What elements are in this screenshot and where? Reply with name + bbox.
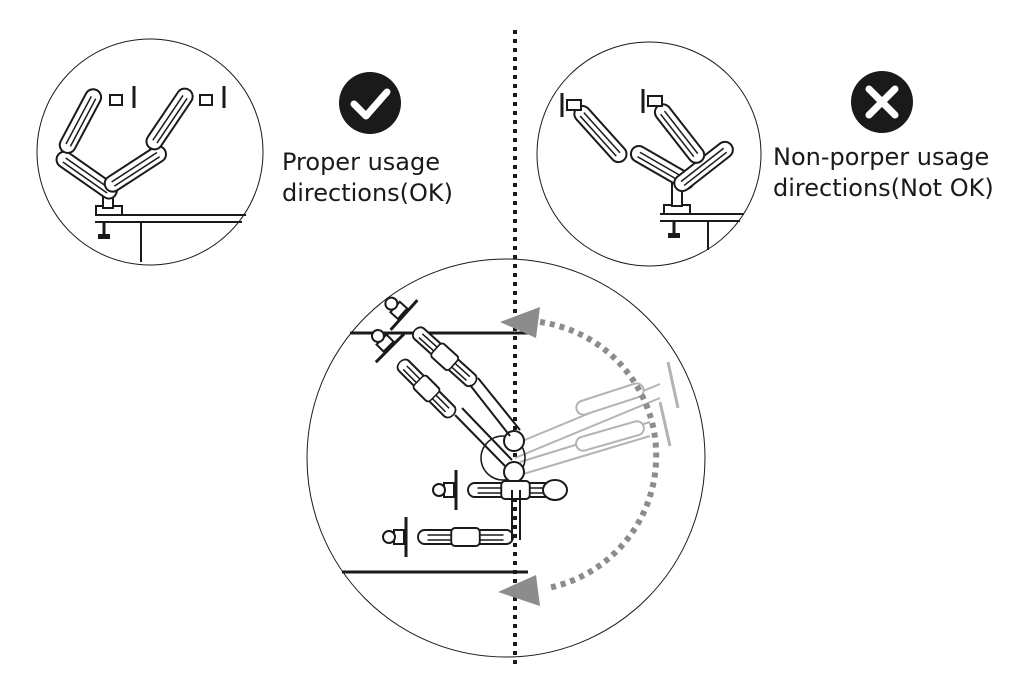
arrowhead-top (500, 307, 540, 338)
proper-usage-caption: Proper usage directions(OK) (282, 148, 454, 207)
rotation-arc-arrow (539, 319, 660, 591)
shadow-arms (514, 361, 680, 476)
improper-usage-illustration (536, 41, 762, 267)
proper-usage-illustration (36, 38, 264, 266)
check-icon (339, 72, 401, 134)
improper-usage-caption: Non-porper usage directions(Not OK) (773, 143, 994, 202)
arrowhead-bottom (498, 575, 540, 606)
rotation-range-illustration (306, 258, 706, 658)
x-icon (851, 71, 913, 133)
